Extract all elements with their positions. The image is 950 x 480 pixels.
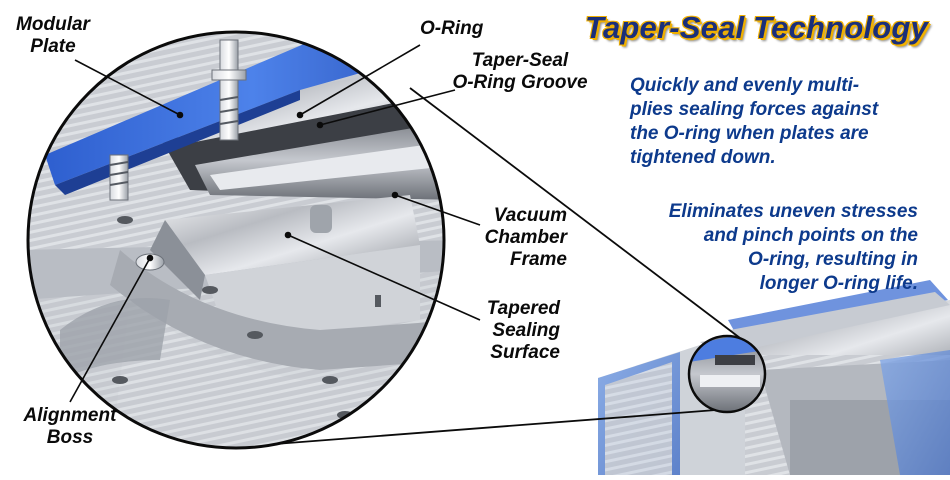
description-p1-line4: tightened down.: [630, 147, 776, 168]
label-modular-plate-line2: Plate: [30, 36, 76, 57]
label-vacuum-line1: Vacuum: [493, 205, 567, 226]
leader-dot-groove: [316, 121, 324, 129]
label-groove-line1: Taper-Seal: [471, 50, 569, 71]
label-tapered-line2: Sealing: [492, 320, 560, 341]
label-vacuum-line2: Chamber: [484, 227, 567, 248]
leader-modular-plate: [74, 59, 181, 116]
description-p1-line3: the O-ring when plates are: [630, 123, 869, 144]
leader-dot-tapered-surface: [284, 231, 292, 239]
description-p2-line2: and pinch points on the: [703, 225, 918, 246]
label-vacuum-line3: Frame: [509, 249, 567, 270]
magnified-detail: [26, 30, 446, 450]
chamber-thumbnail: [598, 280, 950, 475]
description-p1-line1: Quickly and evenly multi-: [630, 75, 860, 96]
description-paragraph-2: Eliminates uneven stresses and pinch poi…: [669, 200, 918, 296]
magnifier-connector-bottom: [235, 409, 717, 448]
leader-tapered-surface: [287, 234, 481, 321]
description-p2-line4: longer O-ring life.: [759, 273, 918, 294]
label-tapered-line3: Surface: [490, 342, 560, 363]
label-alignment-line2: Boss: [46, 427, 94, 448]
page-title: Taper-Seal Technology: [585, 10, 928, 45]
label-alignment-line1: Alignment: [23, 405, 117, 426]
label-vacuum-chamber-frame: Vacuum Chamber Frame: [470, 205, 567, 271]
magnifier-connector-top: [409, 87, 741, 339]
leader-dot-o-ring: [296, 111, 304, 119]
label-modular-plate-line1: Modular: [16, 14, 90, 35]
label-groove-line2: O-Ring Groove: [452, 72, 588, 93]
description-paragraph-1: Quickly and evenly multi- plies sealing …: [630, 74, 878, 170]
leader-dot-vacuum-frame: [391, 191, 399, 199]
label-alignment-boss: Alignment Boss: [14, 405, 126, 449]
leader-groove: [319, 89, 456, 126]
description-p1-line2: plies sealing forces against: [630, 99, 879, 120]
leader-dot-modular-plate: [176, 111, 184, 119]
label-taper-seal-groove: Taper-Seal O-Ring Groove: [445, 50, 595, 94]
leader-o-ring: [299, 44, 421, 116]
description-p2-line1: Eliminates uneven stresses: [668, 201, 918, 222]
leader-dot-alignment-boss: [146, 254, 154, 262]
label-tapered-line1: Tapered: [486, 298, 560, 319]
callout-leaders: [69, 44, 481, 403]
label-tapered-sealing-surface: Tapered Sealing Surface: [470, 298, 560, 364]
label-o-ring: O-Ring: [420, 18, 484, 39]
leader-alignment-boss: [69, 257, 151, 403]
leader-vacuum-frame: [394, 194, 481, 226]
label-modular-plate: Modular Plate: [8, 14, 98, 58]
description-p2-line3: O-ring, resulting in: [748, 249, 918, 270]
